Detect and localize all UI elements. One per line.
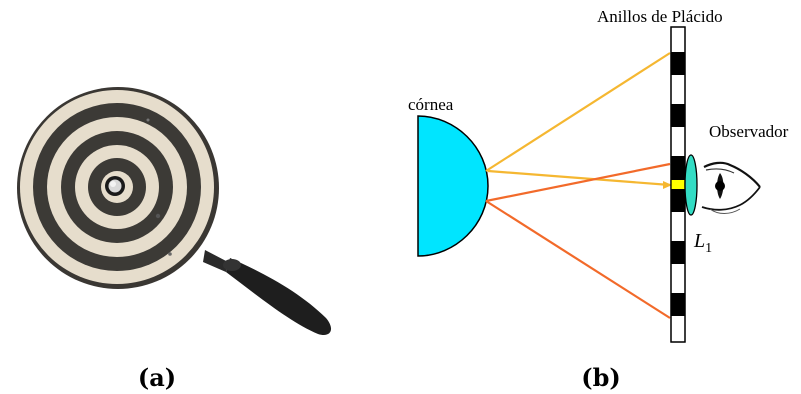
- lens-l1: [684, 154, 698, 216]
- ring-stripe: [671, 156, 685, 180]
- eye-icon: [701, 161, 761, 214]
- ring-stripe: [671, 241, 685, 264]
- lens-label: L1: [693, 230, 712, 256]
- ring-stripe: [671, 293, 685, 316]
- disk-speck: [146, 118, 150, 122]
- ray-upper-center: [487, 169, 671, 187]
- observer-label: Observador: [709, 122, 789, 141]
- placido-disk-photo: [17, 87, 332, 336]
- disk-speck: [155, 213, 161, 219]
- arrowhead: [663, 181, 672, 189]
- ray-upper-outer: [485, 52, 671, 172]
- ray-lower-outer: [485, 200, 671, 319]
- ring-stripe: [671, 189, 685, 212]
- rings-label: Anillos de Plácido: [597, 7, 723, 26]
- rings-highlight: [671, 180, 685, 189]
- cornea-shape: [417, 115, 489, 257]
- ray-lower-center: [485, 162, 671, 203]
- disk-handle: [203, 250, 332, 336]
- caption-a: (a): [138, 363, 176, 392]
- caption-b: (b): [581, 363, 621, 392]
- ring-stripe: [671, 52, 685, 75]
- disk-speck: [168, 252, 172, 256]
- ring-stripe: [671, 104, 685, 127]
- rings-strip: [670, 26, 686, 343]
- placido-schematic: córnea Anillos de Plácido Observador L1: [408, 7, 789, 343]
- cornea-label: córnea: [408, 95, 454, 114]
